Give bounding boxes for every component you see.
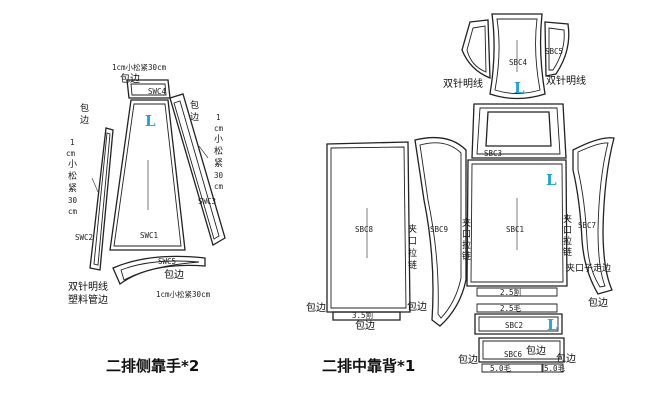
dim-5-0-wool-b: 5.0毛 — [544, 363, 566, 373]
piece-sbc7: SBC7 — [572, 137, 615, 295]
swc5-label: SWC5 — [158, 257, 176, 266]
piece-sbc1: SBC1 L — [466, 159, 568, 287]
left-caption: 二排侧靠手*2 — [106, 357, 199, 375]
piece-sbc5: SBC5 — [544, 21, 570, 77]
piece-swc3: SWC3 — [169, 93, 226, 246]
zipper-mid: 夹口拉链 — [462, 217, 471, 262]
left-binding-1: 包 — [80, 102, 89, 114]
right-binding-2: 边 — [190, 112, 199, 123]
piece-swc1: SWC1 L — [109, 99, 186, 251]
double-needle-left: 双针明线 — [443, 77, 483, 90]
sbc8-label: SBC8 — [355, 225, 374, 234]
sbc1-label: SBC1 — [506, 225, 524, 234]
piece-sbc2: SBC2 L — [474, 313, 563, 335]
zipper-right: 夹口拉链 — [563, 213, 572, 258]
piece-left-ear — [461, 19, 491, 79]
plastic-binding-note: 塑料管边 — [68, 293, 108, 306]
piece-sbc4: SBC4 L — [489, 13, 546, 100]
piece-sbc6: SBC6 5.0毛 5.0毛 — [478, 337, 566, 373]
sbc9-label: SBC9 — [430, 225, 448, 234]
binding-c: 包边 — [355, 319, 375, 332]
swc4-label: SWC4 — [148, 87, 167, 96]
piece-sbc1-strips: 2.5割 2.5毛 — [476, 287, 558, 313]
piece-sbc8-bottom-strip: 3.5割 — [332, 310, 401, 321]
swc1-label: SWC1 — [140, 231, 158, 240]
dim-3-5-cut: 3.5割 — [352, 310, 373, 320]
sbc5-label: SBC5 — [545, 47, 563, 56]
piece-sbc3: SBC3 — [471, 103, 567, 159]
piece-swc2: SWC2 — [75, 127, 114, 271]
clip-binding-note: 夹口子走边 — [566, 262, 611, 274]
binding-f: 包边 — [526, 344, 546, 357]
dim-5-0-wool-a: 5.0毛 — [490, 363, 512, 373]
left-binding-2: 边 — [80, 115, 89, 126]
swc3-label: SWC3 — [198, 197, 216, 206]
dim-2-5-wool: 2.5毛 — [500, 303, 522, 313]
sbc1-l-mark: L — [546, 171, 557, 189]
bottom-binding-note: 包边 — [164, 268, 184, 281]
top-elastic-note: 1cm小松紧30cm — [112, 62, 167, 72]
right-pattern-group: SBC4 L SBC5 双针明线 双针明线 SBC3 SBC8 — [306, 13, 615, 375]
sbc2-label: SBC2 — [505, 321, 523, 330]
piece-swc5: SWC5 — [112, 255, 206, 286]
piece-sbc8: SBC8 — [326, 141, 411, 313]
sbc4-label: SBC4 — [509, 58, 528, 67]
piece-sbc9: SBC9 — [414, 136, 467, 327]
sbc4-l-mark: L — [514, 79, 525, 97]
right-binding-1: 包 — [190, 99, 199, 111]
double-needle-right: 双针明线 — [546, 74, 586, 87]
sbc7-label: SBC7 — [578, 221, 596, 230]
swc1-l-mark: L — [145, 112, 156, 130]
binding-b: 包边 — [407, 300, 427, 313]
sbc6-label: SBC6 — [504, 350, 523, 359]
top-binding-note: 包边 — [120, 72, 140, 85]
binding-d: 包边 — [588, 296, 608, 309]
bottom-elastic-note: 1cm小松紧30cm — [156, 289, 211, 299]
dim-2-5-cut: 2.5割 — [500, 287, 521, 297]
double-needle-note: 双针明线 — [68, 280, 108, 293]
zipper-left: 夹口拉链 — [408, 223, 417, 271]
sbc2-l-mark: L — [547, 316, 558, 334]
swc2-label: SWC2 — [75, 233, 93, 242]
binding-a: 包边 — [306, 301, 326, 314]
binding-g: 包边 — [556, 352, 576, 365]
sbc3-label: SBC3 — [484, 149, 502, 158]
right-caption: 二排中靠背*1 — [322, 357, 415, 375]
binding-e: 包边 — [458, 353, 478, 366]
